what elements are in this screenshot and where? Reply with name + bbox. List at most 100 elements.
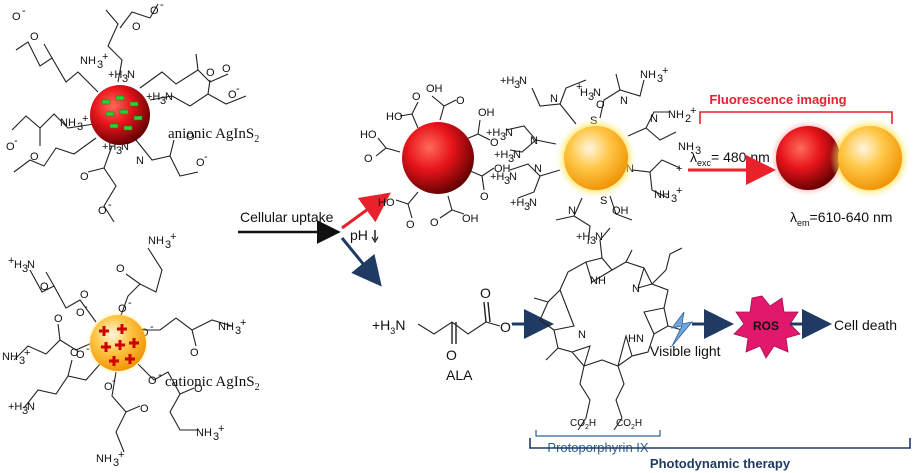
svg-text:+: +	[170, 231, 176, 243]
svg-text:O: O	[104, 381, 113, 393]
ph-label: pH	[350, 227, 368, 243]
svg-text:O: O	[190, 347, 199, 359]
navy-branch-arrow	[340, 237, 382, 287]
anionic-charge-marks	[101, 95, 143, 131]
svg-text:OH: OH	[478, 107, 495, 119]
fluorescent-orange-particle	[838, 126, 902, 190]
carboxylated-ligand-labels: HOO OHO OHO OHO OHO HOO HOO	[360, 83, 511, 231]
svg-text:CO2H: CO2H	[616, 418, 642, 431]
svg-text:-: -	[128, 297, 132, 309]
svg-text:+: +	[82, 113, 88, 125]
svg-text:S: S	[600, 195, 607, 207]
protoporphyrin-structure	[533, 227, 683, 431]
aminated-ligand-labels: +H3N N H3N+ O S N NH3+ N NH2+ NH3 N NH3+…	[486, 65, 701, 247]
svg-text:NH: NH	[196, 427, 212, 439]
svg-text:OH: OH	[612, 205, 629, 217]
svg-text:+: +	[24, 347, 30, 359]
svg-text:O: O	[150, 5, 159, 17]
svg-text:3: 3	[113, 457, 119, 469]
svg-text:O: O	[194, 383, 203, 395]
svg-text:N: N	[127, 69, 135, 81]
protoporphyrin-bracket	[535, 430, 661, 437]
svg-text:N: N	[650, 113, 658, 125]
svg-text:-: -	[14, 135, 18, 147]
svg-text:N: N	[27, 401, 35, 413]
svg-text:3: 3	[22, 263, 28, 275]
svg-text:O: O	[76, 349, 85, 361]
svg-text:O: O	[80, 289, 89, 301]
svg-text:+: +	[118, 449, 124, 461]
svg-text:3: 3	[590, 235, 596, 247]
svg-text:-: -	[108, 199, 112, 211]
svg-text:O: O	[30, 151, 39, 163]
fluorescence-bracket	[699, 111, 893, 124]
svg-text:N: N	[568, 205, 576, 217]
svg-text:NH: NH	[80, 55, 96, 67]
svg-text:N: N	[165, 91, 173, 103]
svg-text:+H: +H	[576, 231, 590, 243]
svg-text:N: N	[27, 259, 35, 271]
svg-text:O: O	[480, 285, 491, 301]
svg-text:NH: NH	[668, 109, 684, 121]
lambda-exc-label: λexc= 480 nm	[690, 149, 770, 168]
svg-text:3: 3	[588, 91, 594, 103]
cationic-charge-marks	[99, 324, 139, 366]
ros-label: ROS	[753, 319, 779, 333]
fluorescence-imaging-title: Fluorescence imaging	[709, 92, 846, 107]
svg-text:-: -	[150, 321, 154, 333]
svg-text:HO: HO	[360, 129, 377, 141]
ala-label: ALA	[446, 367, 473, 383]
svg-text:+H: +H	[486, 127, 500, 139]
svg-text:+H: +H	[146, 91, 160, 103]
svg-text:N: N	[513, 149, 521, 161]
svg-text:-: -	[236, 83, 240, 95]
red-branch-arrow	[341, 192, 391, 230]
svg-text:3: 3	[213, 431, 219, 443]
svg-text:-: -	[160, 0, 164, 11]
svg-text:+H: +H	[490, 171, 504, 183]
svg-text:3: 3	[122, 73, 128, 85]
svg-text:N: N	[593, 87, 601, 99]
svg-text:O: O	[500, 319, 511, 335]
cationic-ligand-chains	[13, 247, 233, 453]
fluorescent-red-particle	[776, 126, 840, 190]
svg-text:N: N	[530, 135, 538, 147]
svg-text:O: O	[76, 307, 85, 319]
svg-text:NH: NH	[218, 321, 234, 333]
ala-molecule: +H3N O O O -	[372, 285, 514, 363]
svg-text:O: O	[186, 131, 195, 143]
cell-death-label: Cell death	[834, 317, 897, 333]
svg-text:O: O	[480, 191, 489, 203]
svg-text:NH: NH	[590, 275, 606, 287]
svg-text:3: 3	[500, 131, 506, 143]
svg-text:+H: +H	[108, 69, 122, 81]
svg-text:+: +	[676, 163, 682, 175]
svg-text:O: O	[54, 313, 63, 325]
svg-text:-: -	[158, 369, 162, 381]
svg-text:-: -	[22, 5, 26, 17]
svg-text:N: N	[136, 155, 144, 167]
svg-text:O: O	[70, 347, 79, 359]
svg-text:3: 3	[97, 59, 103, 71]
svg-text:3: 3	[671, 193, 677, 205]
carboxylated-red-particle-ligands	[375, 95, 495, 219]
svg-text:3: 3	[160, 95, 166, 107]
svg-text:3: 3	[22, 405, 28, 417]
svg-text:O: O	[596, 99, 605, 111]
svg-text:O: O	[406, 219, 415, 231]
svg-text:HO: HO	[386, 111, 403, 123]
svg-text:N: N	[578, 329, 586, 341]
svg-text:O: O	[30, 31, 39, 43]
svg-text:O: O	[446, 347, 457, 363]
svg-text:N: N	[595, 231, 603, 243]
svg-text:+H: +H	[494, 149, 508, 161]
svg-text:NH: NH	[2, 351, 18, 363]
cationic-label: cationic AgInS2	[165, 374, 260, 393]
svg-text:+: +	[576, 81, 582, 93]
lightning-icon	[671, 311, 694, 347]
svg-text:O: O	[228, 89, 237, 101]
svg-text:O: O	[40, 281, 49, 293]
svg-text:+H: +H	[510, 197, 524, 209]
